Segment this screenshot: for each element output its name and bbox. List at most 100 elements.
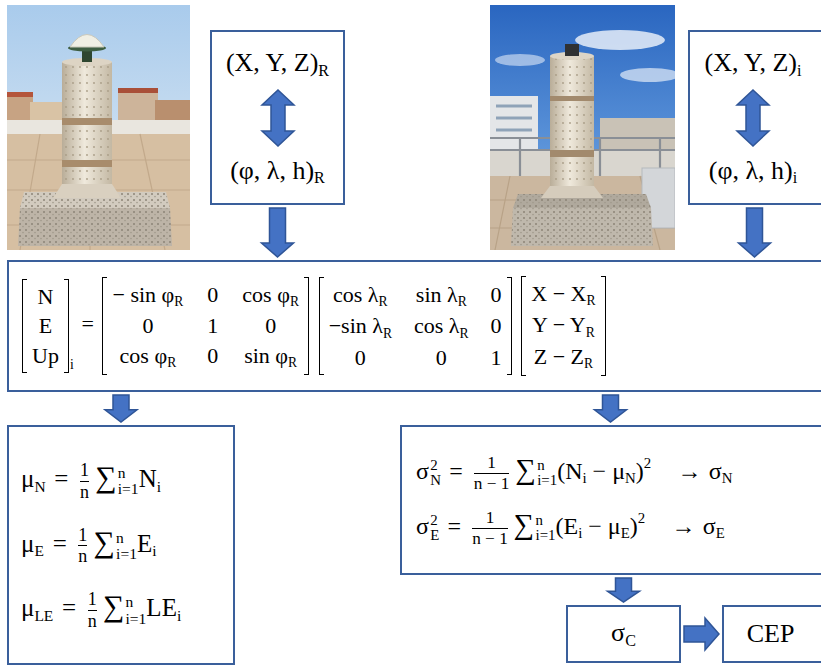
formula-text: n [118, 465, 126, 481]
formula-text: (φ, λ, h) [709, 156, 793, 185]
limits: 2N [430, 458, 441, 489]
fraction: 1n − 1 [474, 454, 510, 493]
formula-term: sin φR [244, 341, 297, 372]
formula-box: (X, Y, Z)i(φ, λ, h)i [688, 30, 821, 205]
formula-text: n [88, 612, 97, 631]
pillar [62, 62, 112, 196]
formula-box: CEP [722, 605, 821, 663]
formula-text: 0 [355, 343, 366, 372]
formula-text: E [621, 525, 630, 541]
gravel [511, 208, 653, 246]
formula-term: Y − YR [532, 310, 595, 341]
matrix: − sin φR0cos φR010cos φR0sin φR [101, 277, 310, 374]
formula-text: σ [703, 513, 716, 539]
formula-text: C [625, 632, 636, 649]
cloud [620, 68, 675, 82]
formula-text: 2 [638, 510, 645, 526]
formula: NEUpi=− sin φR0cos φR010cos φR0sin φRcos… [21, 276, 607, 375]
formula-text: ) [636, 458, 644, 484]
roof [7, 92, 33, 97]
formula-row: μLE=1n∑ni=1LEi [21, 588, 181, 631]
double-arrow [735, 89, 771, 147]
formula-text: cos φ [242, 282, 290, 307]
formula-text: E [34, 542, 43, 559]
formula-term: cos λR [414, 311, 469, 342]
formula-text: n [116, 530, 124, 546]
limits: 2E [430, 513, 439, 544]
formula-text: n − 1 [472, 530, 508, 548]
formula: CEP [747, 618, 795, 649]
pillar-band [550, 96, 594, 101]
formula-text: i [152, 542, 156, 559]
formula-text: = [54, 465, 68, 492]
formula-term: cos λR [333, 280, 388, 311]
roof [118, 88, 158, 93]
formula-text: N [722, 470, 733, 486]
formula-term: X − XR [531, 279, 595, 310]
matrix: NEUp [21, 279, 70, 372]
formula-text: 0 [207, 341, 218, 372]
formula-text: −sin λ [329, 313, 383, 338]
formula-column: (X, Y, Z)R(φ, λ, h)R [226, 47, 329, 187]
formula-column: σ2N=1n − 1∑ni=1(Ni− μN)2→σNσ2E=1n − 1∑ni… [416, 445, 732, 555]
formula-text: cos φ [120, 343, 168, 368]
pillar-photo [490, 5, 675, 250]
formula-text: 1 [78, 526, 87, 545]
double-arrow-shape [737, 90, 769, 146]
antenna-photo [7, 5, 190, 250]
formula-text: 1 [207, 311, 218, 340]
matrix-bracket [507, 277, 512, 374]
formula-text: i [793, 169, 797, 186]
formula-text: i=1 [118, 481, 139, 497]
formula-text: R [586, 325, 595, 340]
formula-text: ) [630, 513, 638, 539]
formula: σ2N=1n − 1∑ni=1(Ni− μN)2→σNσ2E=1n − 1∑ni… [416, 445, 732, 555]
formula-text: E [39, 311, 52, 340]
double-arrow [260, 89, 296, 147]
formula-text: n [536, 513, 543, 529]
formula-box: NEUpi=− sin φR0cos φR010cos φR0sin φRcos… [7, 260, 821, 392]
formula-column: μN=1n∑ni=1NiμE=1n∑ni=1EiμLE=1n∑ni=1LEi [21, 448, 181, 642]
building [490, 96, 538, 152]
pillar-texture [62, 62, 112, 196]
formula-text: σ [416, 513, 429, 539]
formula-text: ∑ [103, 589, 124, 622]
formula-text: Up [32, 341, 59, 370]
fraction-bar [78, 545, 87, 546]
formula-row: (X, Y, Z)R [226, 47, 329, 80]
formula: (X, Y, Z)R(φ, λ, h)R [226, 47, 329, 187]
formula-text: i [157, 478, 161, 495]
formula-text: 2 [430, 458, 437, 474]
matrix-bracket [319, 277, 324, 374]
formula-text: = [53, 530, 67, 557]
block-arrow [105, 395, 137, 422]
formula-text: − μ [588, 513, 620, 539]
limits: ni=1 [116, 530, 137, 563]
formula-text: R [167, 355, 176, 370]
formula-text: sin φ [244, 343, 288, 368]
formula-term: −sin λR [329, 311, 392, 342]
formula-text: − sin φ [112, 282, 174, 307]
formula-text: i [70, 357, 74, 372]
gravel [18, 208, 172, 246]
formula-row: μE=1n∑ni=1Ei [21, 524, 156, 567]
block-arrow [739, 208, 771, 257]
formula-term: − sin φR [112, 280, 183, 311]
formula-text: 2 [430, 513, 437, 529]
fraction: 1n [78, 526, 87, 567]
formula-text: i [797, 62, 801, 79]
formula-row: (X, Y, Z)i [705, 47, 802, 80]
formula-text: i=1 [537, 473, 557, 489]
limits: ni=1 [536, 513, 556, 544]
building-windows [496, 106, 532, 130]
fraction: 1n [80, 461, 89, 502]
limits: ni=1 [126, 594, 147, 627]
fraction-bar [80, 481, 89, 482]
fraction: 1n − 1 [472, 509, 508, 548]
formula-text: R [314, 169, 325, 186]
matrix-bracket [64, 279, 69, 372]
formula-term: sin λR [416, 280, 467, 311]
formula-text: cos λ [414, 313, 460, 338]
formula-text: ∑ [514, 508, 535, 540]
formula-text: n [80, 483, 89, 502]
